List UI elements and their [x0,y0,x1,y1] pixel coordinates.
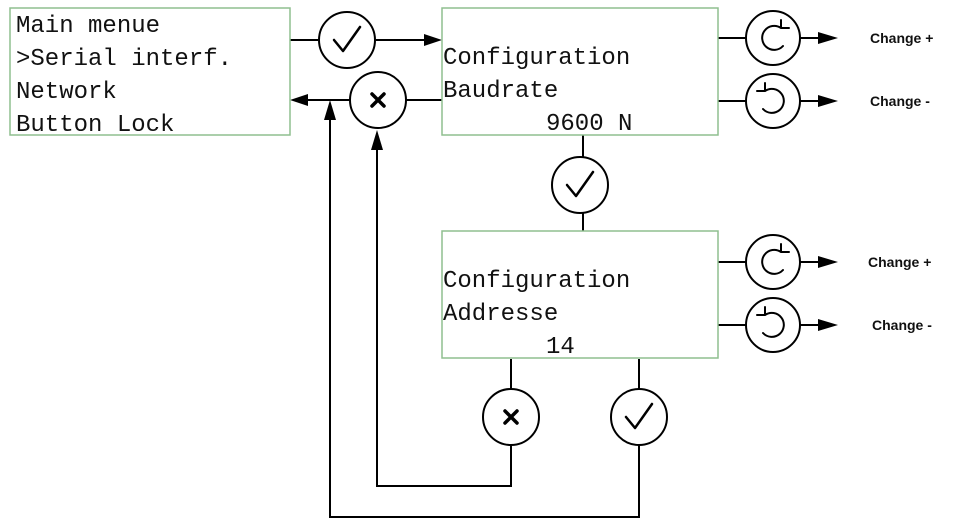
rotate-clockwise-icon [761,19,790,51]
address-change-minus-label: Change - [872,317,932,333]
confirm-button-baudrate[interactable] [551,156,609,214]
confirm-button-address[interactable] [610,388,668,446]
baudrate-change-plus-label: Change + [870,30,933,46]
check-icon [332,25,362,53]
address-value: 14 [546,334,575,361]
cancel-button-address[interactable] [482,388,540,446]
main-menu-line-1: Main menue [16,13,160,40]
cross-icon [370,92,386,108]
baudrate-title: Configuration [443,45,630,72]
check-icon [565,170,595,198]
address-display: Configuration Addresse 14 [441,230,719,361]
rotate-up-knob-baudrate[interactable] [745,10,801,66]
address-title: Configuration [443,268,630,295]
rotate-down-knob-baudrate[interactable] [745,73,801,129]
baudrate-frame [441,7,719,136]
rotate-up-knob-address[interactable] [745,234,801,290]
rotate-counterclockwise-icon [756,306,785,338]
main-menu-line-2: >Serial interf. [16,46,232,73]
connectors [290,32,838,518]
rotate-down-knob-address[interactable] [745,297,801,353]
baudrate-change-minus-label: Change - [870,93,930,109]
main-menu-display: Main menue >Serial interf. Network Butto… [9,7,291,139]
main-menu-line-4: Button Lock [16,112,174,139]
address-label: Addresse [443,301,558,328]
rotate-clockwise-icon [761,243,790,275]
confirm-button-main[interactable] [318,11,376,69]
check-icon [624,402,654,430]
cross-icon [503,409,519,425]
rotate-counterclockwise-icon [756,82,785,114]
address-frame [441,230,719,359]
main-menu-frame [9,7,291,136]
address-change-plus-label: Change + [868,254,931,270]
baudrate-display: Configuration Baudrate 9600 N [441,7,719,138]
baudrate-label: Baudrate [443,78,558,105]
main-menu-line-3: Network [16,79,117,106]
cancel-button-baudrate[interactable] [349,71,407,129]
baudrate-value: 9600 N [546,111,632,138]
